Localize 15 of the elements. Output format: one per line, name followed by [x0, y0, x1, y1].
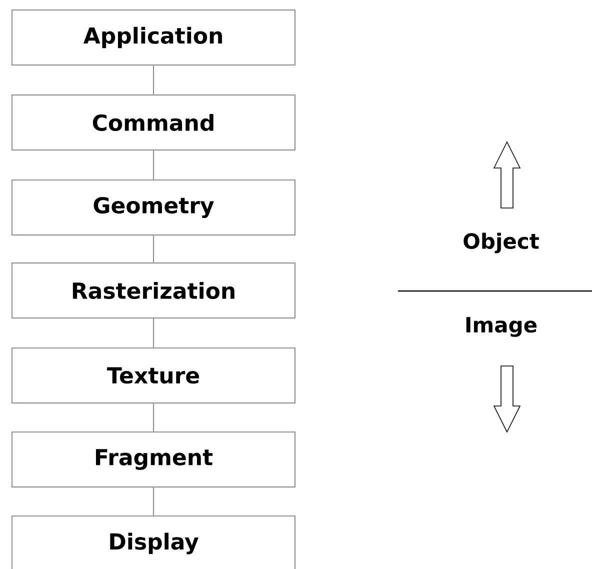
connector-line	[153, 150, 154, 180]
connector-line	[153, 235, 154, 263]
connector-line	[153, 318, 154, 348]
process-box: Rasterization	[12, 262, 296, 318]
axis-label: Object	[464, 232, 539, 254]
connector-line	[153, 402, 154, 432]
process-box: Fragment	[12, 431, 296, 488]
connector-line	[153, 486, 154, 516]
process-box: Command	[12, 94, 296, 150]
axis-label: Image	[466, 317, 537, 337]
process-box: Display	[12, 515, 296, 569]
connector-line	[153, 65, 154, 95]
process-box: Texture	[12, 347, 296, 404]
process-box: Application	[12, 10, 296, 66]
process-box: Geometry	[12, 179, 296, 236]
